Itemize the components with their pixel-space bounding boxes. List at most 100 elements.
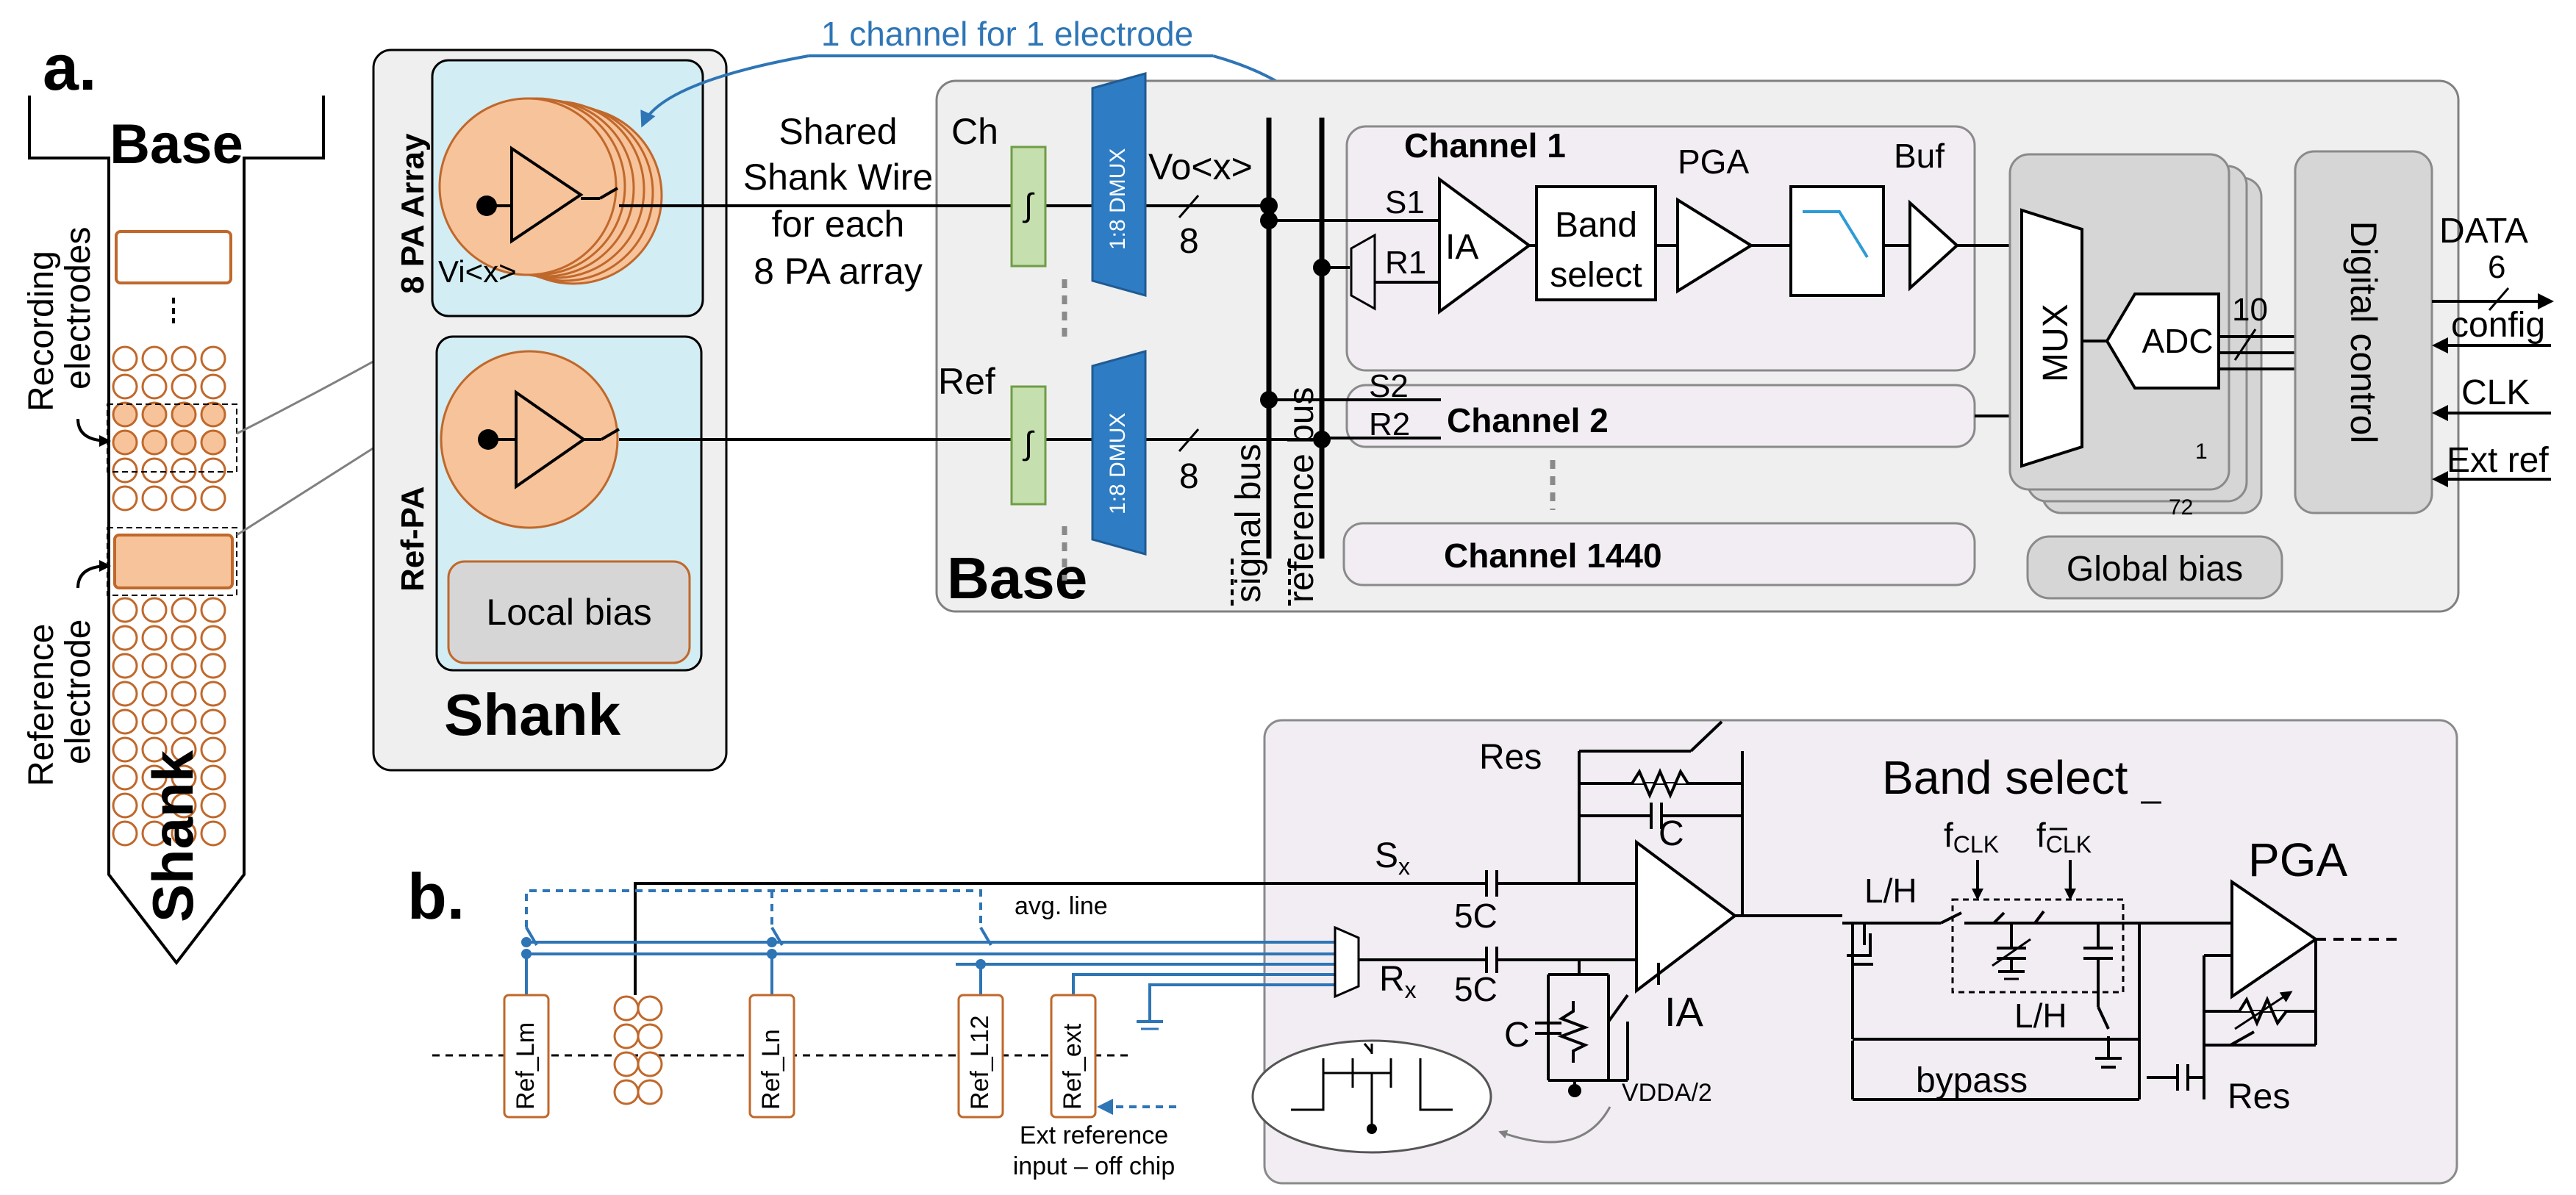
data-label: DATA [2439,212,2528,251]
data-bits-label: 6 [2488,249,2505,285]
adc-block [2105,293,2220,390]
ia-triangle [1635,839,1738,994]
pa-array-label: 8 PA Array [395,133,431,294]
ref-dmux: 1:8 DMUX [1091,350,1147,556]
pga-circuit: PGA Res [2147,833,2397,1116]
electrode-dot [200,485,226,512]
electrode-dot [171,373,197,400]
digital-control-label: Digital control [2343,221,2384,444]
ch-dmux: 1:8 DMUX [1091,72,1147,297]
res-label: Res [1479,738,1542,777]
recording-electrodes-label-2: electrodes [59,227,98,390]
probe-shank-label: Shank [140,750,205,922]
svg-text:Ref_L12: Ref_L12 [966,1015,994,1110]
shared-wire-line-2: Shank Wire [743,157,933,198]
ia-label: IA [1664,988,1704,1035]
electrode-dot [112,485,138,512]
electrode-dot [112,625,138,651]
local-bias-box [447,560,691,664]
svg-text:MUX: MUX [2036,304,2075,382]
shared-wire-line-4: 8 PA array [754,251,923,292]
electrode-dot [141,736,168,763]
reference-selection-network: avg. line [432,882,1448,1057]
electrode-dot [141,820,168,847]
band-select-title: Band select [1882,751,2128,804]
c-label: C [1659,814,1684,853]
electrode-top [115,230,232,284]
svg-text:ADC: ADC [2142,322,2213,360]
ch-integrator: ∫ [1010,146,1047,268]
ext-note-line-2: input – off chip [1013,1152,1176,1180]
channel-2-panel [1345,384,1976,448]
electrode-dot [613,1023,640,1049]
ref-ln-box: Ref_Ln [748,994,795,1119]
electrode-dot [613,1051,640,1077]
electrode-dot [171,457,197,484]
res-label-2: Res [2228,1077,2290,1116]
stack-back-label: 72 [2169,495,2193,520]
electrode-dot [200,792,226,819]
electrode-dot [637,1051,663,1077]
svg-text:1:8 DMUX: 1:8 DMUX [1106,148,1130,250]
clk-label: CLK [2461,373,2530,412]
electrode-dot [141,653,168,679]
electrode-dot [171,820,197,847]
electrode-dot [200,345,226,372]
channel-1-label: Channel 1 [1404,126,1566,165]
probe-drawing: Base Shank [28,96,325,966]
channel-1440-panel [1342,522,1976,586]
ref-l12-box: Ref_L12 [957,994,1004,1119]
ext-ref-label: Ext ref [2447,441,2549,480]
ref-pa-label: Ref-PA [395,487,431,592]
lh-label-1: L/H [1864,872,1917,910]
lowpass-filter [1789,185,1885,297]
band-select-circuit: Band select fCLK fCLK L/H L/H [1842,751,2232,1101]
r2-label: R2 [1369,406,1410,442]
channel-link-arrow [640,54,809,128]
recording-electrode-grid-lower [112,597,226,847]
electrode-dot [200,653,226,679]
panel-b-label: b. [407,860,465,933]
electrode-dot [171,736,197,763]
ext-note-line-1: Ext reference [1020,1122,1168,1149]
electrode-dot [171,792,197,819]
channel-2-label: Channel 2 [1447,401,1609,439]
probe-base-label: Base [110,113,243,176]
recording-electrode-grid [112,345,226,512]
electrode-dot-highlight [141,429,168,456]
electrode-dot [171,681,197,707]
svg-text:1:8 DMUX: 1:8 DMUX [1106,413,1130,514]
electrode-dot [171,597,197,623]
pga-label: PGA [1678,143,1749,181]
buf-amp [1908,199,1959,292]
electrode-dot [112,708,138,735]
pa-array-stack [438,97,663,285]
electrode-dot [200,736,226,763]
electrode-dot [112,792,138,819]
electrode-dot [637,1023,663,1049]
signal-bus-label: signal bus [1229,444,1268,603]
electrode-dot [200,457,226,484]
panel-a-label: a. [43,31,96,104]
ref-lm-box: Ref_Lm [503,994,550,1119]
electrode-dot [171,708,197,735]
electrode-dot [200,625,226,651]
svg-text:∫: ∫ [1022,187,1035,223]
pga-amp [1676,197,1754,294]
electrode-dot [112,764,138,791]
electrode-dot [141,708,168,735]
ref-ext-box: Ref_ext [1050,994,1097,1119]
electrode-dot-highlight [112,401,138,428]
svg-text:IA: IA [1445,228,1478,267]
electrode-dot [200,820,226,847]
vi-label: Vi<x> [438,254,517,289]
electrode-dot [613,1079,640,1105]
ia-circuit: Sx Rx 5C 5C IA Res C [1251,720,1842,1154]
mux-block [2020,208,2083,468]
svg-text:Ref_Ln: Ref_Ln [757,1029,785,1110]
electrode-dot [112,597,138,623]
vo-label: Vo<x> [1148,146,1253,187]
electrode-dot [171,625,197,651]
electrode-dot [200,764,226,791]
electrode-dot [613,995,640,1022]
